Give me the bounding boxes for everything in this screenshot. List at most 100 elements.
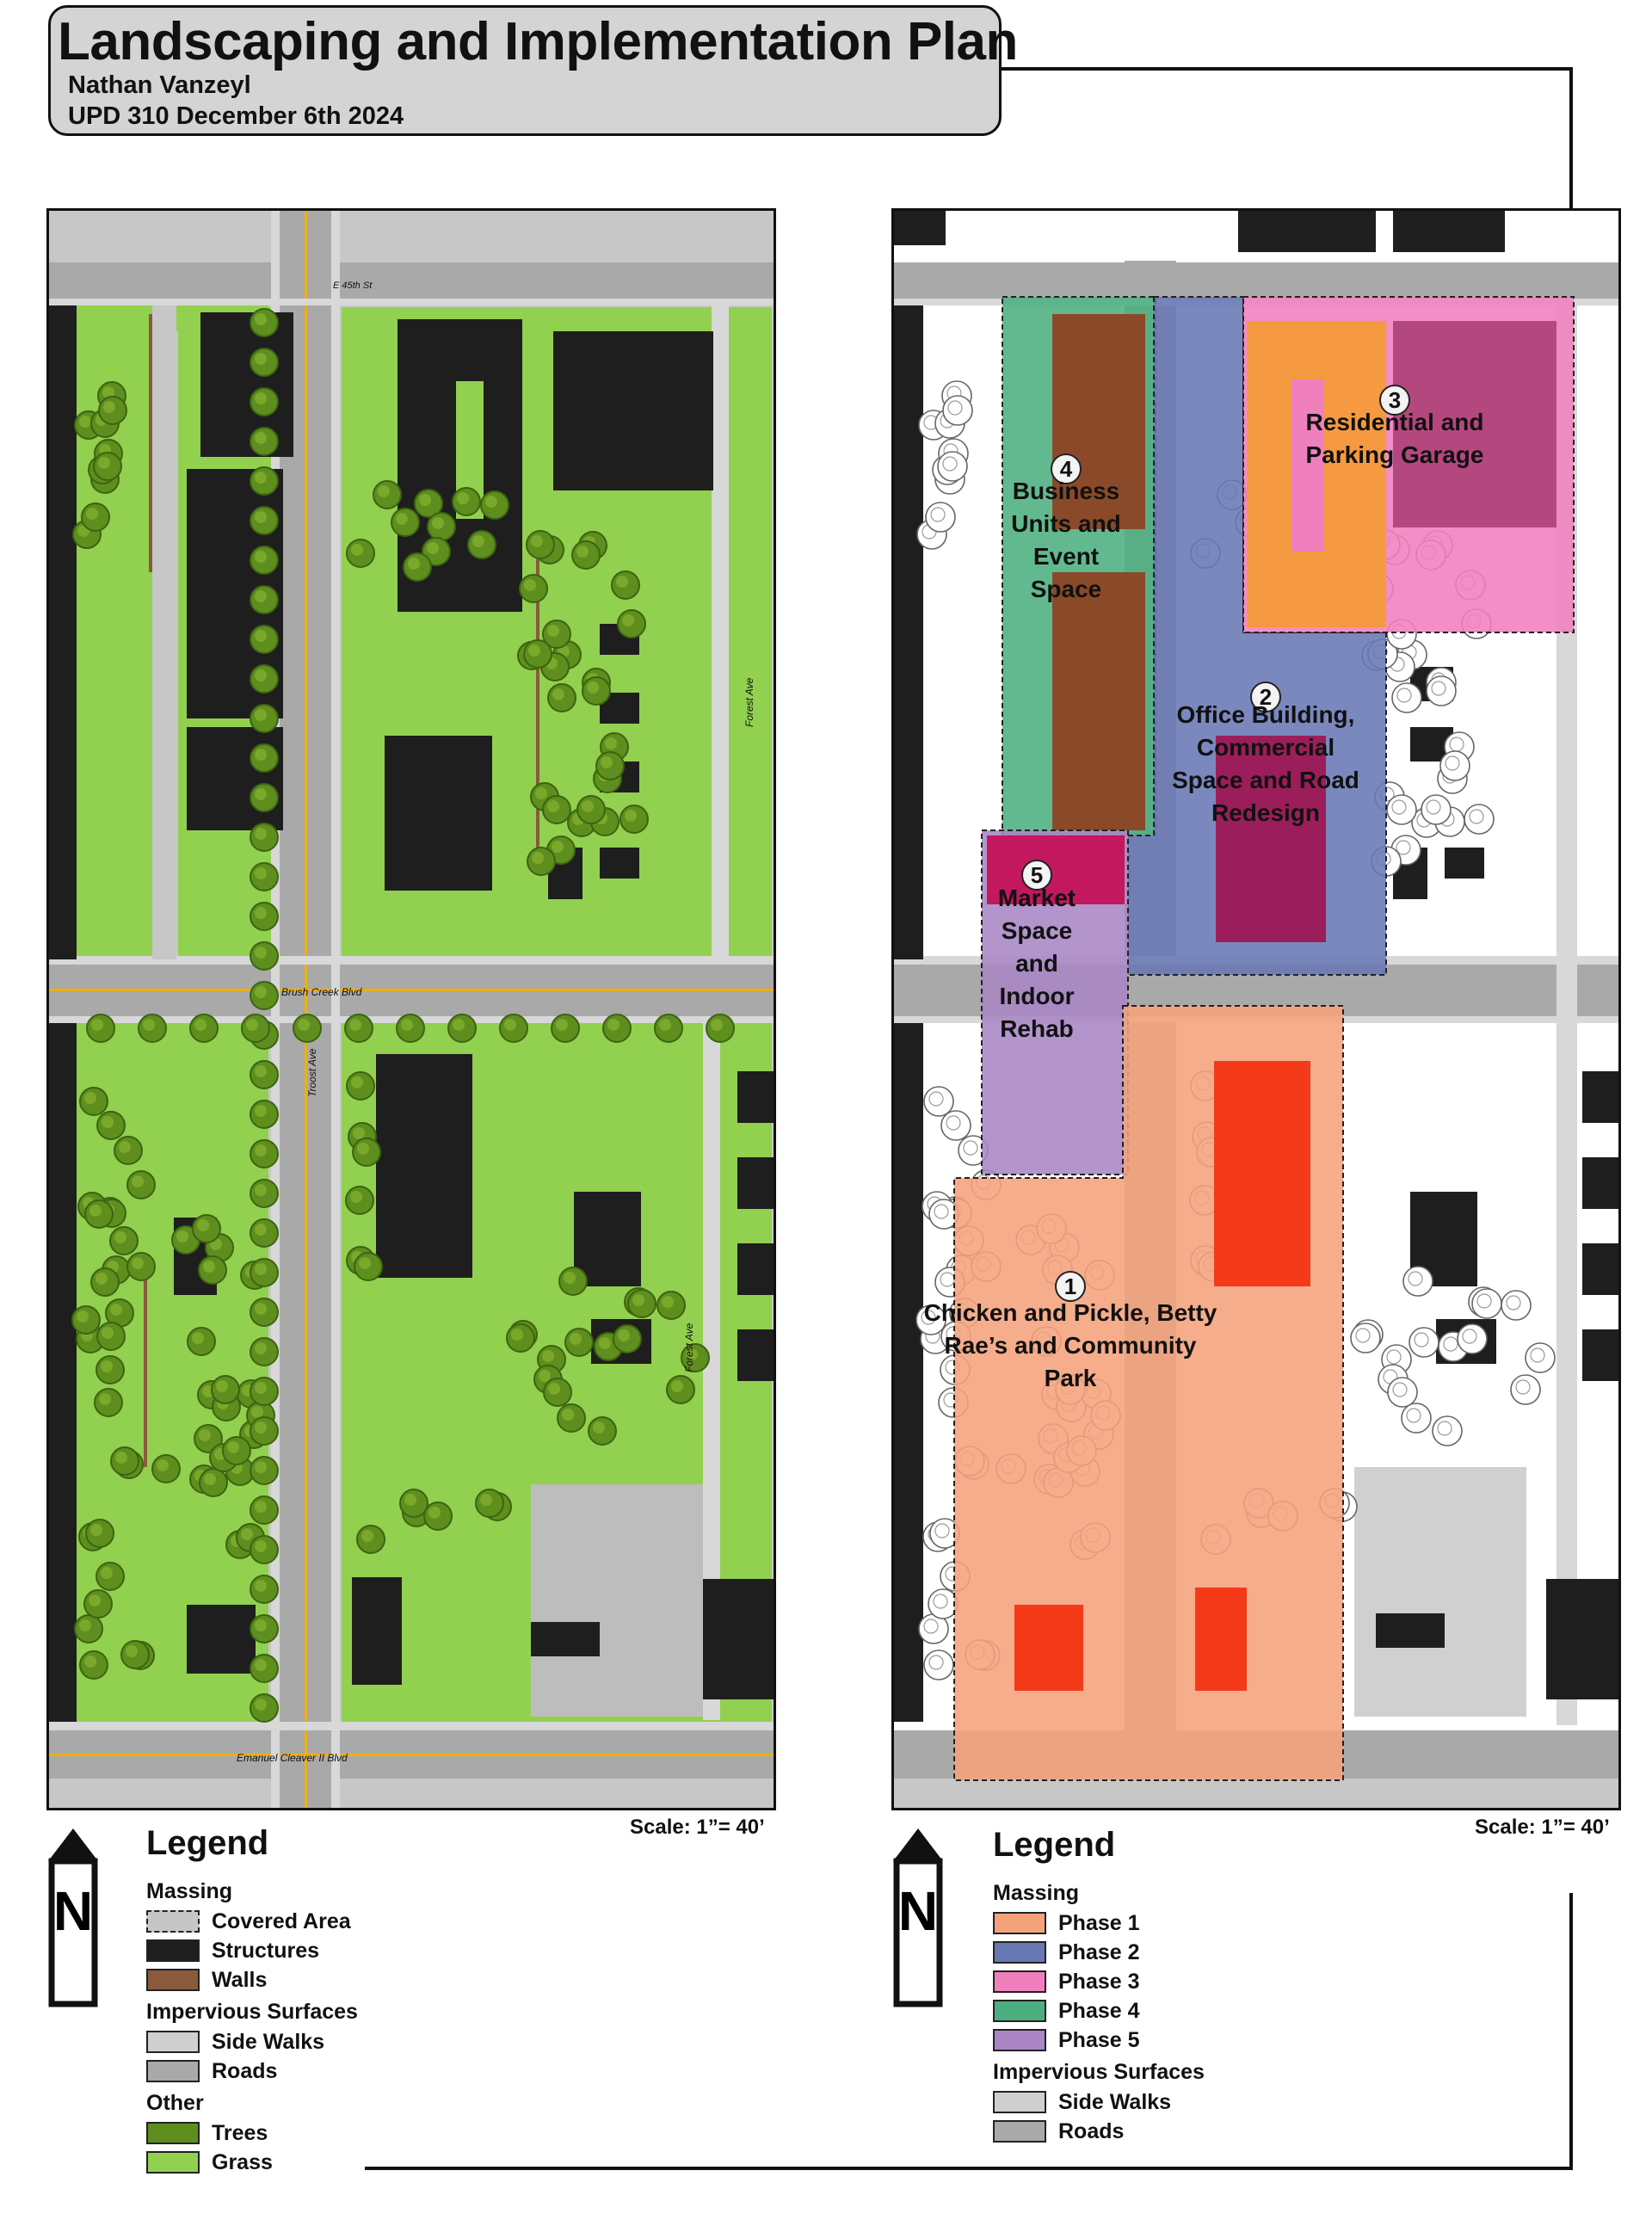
phase-2-marker bbox=[1250, 681, 1281, 712]
connector-line-bottom bbox=[365, 2167, 1573, 2170]
tree-icon bbox=[250, 743, 279, 773]
legend-label: Phase 1 bbox=[1058, 1910, 1140, 1935]
tree-icon bbox=[211, 1375, 240, 1404]
phase-1-label: Rae’s and Community bbox=[944, 1332, 1196, 1359]
tree-icon bbox=[613, 1324, 642, 1353]
tree-icon bbox=[79, 1650, 108, 1680]
phase-4-label: Space bbox=[1031, 576, 1102, 602]
legend-item: Phase 2 bbox=[993, 1939, 1140, 1965]
phase-3-label: Parking Garage bbox=[1306, 441, 1484, 468]
tree-icon bbox=[84, 1199, 114, 1229]
phase-5-label: Rehab bbox=[1000, 1015, 1074, 1042]
tree-icon bbox=[344, 1014, 373, 1043]
svg-text:N: N bbox=[53, 1880, 93, 1942]
page-title: Landscaping and Implementation Plan bbox=[58, 12, 1018, 71]
tree-icon bbox=[250, 1139, 279, 1168]
tree-icon bbox=[937, 451, 968, 482]
phase-4-label: Units and bbox=[1011, 510, 1121, 537]
right-scale: Scale: 1”= 40’ bbox=[1475, 1816, 1610, 1839]
tree-icon bbox=[352, 1138, 381, 1167]
tree-icon bbox=[83, 1589, 113, 1619]
tree-icon bbox=[1350, 1323, 1381, 1353]
legend-item: Covered Area bbox=[146, 1908, 351, 1934]
legend-item: Phase 5 bbox=[993, 2027, 1140, 2053]
tree-icon bbox=[940, 1110, 971, 1141]
tree-icon bbox=[250, 1377, 279, 1406]
tree-icon bbox=[110, 1446, 139, 1476]
phase-4-label: Event bbox=[1033, 543, 1099, 570]
tree-icon bbox=[423, 1501, 453, 1531]
tree-icon bbox=[250, 585, 279, 614]
legend-label: Covered Area bbox=[212, 1908, 351, 1933]
tree-icon bbox=[250, 1416, 279, 1446]
landscaping-map: E 45th St Brush Creek Blvd Troost Ave Fo… bbox=[46, 208, 776, 1810]
legend-label: Side Walks bbox=[212, 2029, 325, 2054]
tree-icon bbox=[542, 620, 571, 649]
tree-icon bbox=[557, 1403, 586, 1433]
legend-title: Legend bbox=[146, 1824, 269, 1862]
tree-icon bbox=[1432, 1415, 1463, 1446]
tree-icon bbox=[189, 1014, 219, 1043]
tree-icon bbox=[627, 1289, 656, 1318]
tree-icon bbox=[611, 570, 640, 600]
tree-icon bbox=[250, 1218, 279, 1248]
legend-label: Phase 5 bbox=[1058, 2027, 1140, 2052]
tree-icon bbox=[250, 783, 279, 812]
landscaping-map-svg: E 45th St Brush Creek Blvd Troost Ave Fo… bbox=[49, 211, 774, 1808]
tree-icon bbox=[519, 574, 548, 603]
legend-swatch bbox=[146, 1910, 200, 1933]
tree-icon bbox=[346, 1071, 375, 1101]
title-block: Landscaping and Implementation Plan Nath… bbox=[48, 5, 1018, 136]
tree-icon bbox=[582, 676, 611, 706]
tree-icon bbox=[551, 1014, 580, 1043]
phase-1-label: Park bbox=[1045, 1365, 1097, 1391]
legend-swatch bbox=[993, 1941, 1046, 1964]
tree-icon bbox=[96, 1322, 126, 1351]
tree-icon bbox=[81, 503, 110, 532]
legend-label: Roads bbox=[1058, 2118, 1125, 2143]
phase-3-number: 3 bbox=[1389, 387, 1401, 413]
tree-icon bbox=[250, 387, 279, 416]
tree-icon bbox=[1510, 1374, 1541, 1405]
tree-icon bbox=[602, 1014, 632, 1043]
tree-icon bbox=[506, 1323, 535, 1353]
phase-2-number: 2 bbox=[1260, 684, 1272, 710]
phase-2-label: Space and Road bbox=[1172, 767, 1359, 793]
tree-icon bbox=[79, 1087, 108, 1116]
svg-text:N: N bbox=[898, 1880, 938, 1942]
tree-icon bbox=[250, 664, 279, 694]
phase-5-label: Indoor bbox=[999, 983, 1074, 1009]
tree-icon bbox=[923, 1649, 954, 1680]
tree-icon bbox=[588, 1416, 617, 1446]
tree-icon bbox=[250, 1654, 279, 1683]
tree-icon bbox=[222, 1436, 251, 1465]
tree-icon bbox=[250, 466, 279, 496]
tree-icon bbox=[250, 1575, 279, 1604]
tree-icon bbox=[399, 1489, 428, 1518]
tree-icon bbox=[199, 1468, 228, 1497]
tree-icon bbox=[250, 902, 279, 931]
tree-icon bbox=[620, 805, 649, 834]
tree-icon bbox=[925, 502, 956, 533]
tree-icon bbox=[447, 1014, 477, 1043]
legend-item: Side Walks bbox=[993, 2089, 1171, 2115]
legend-swatch bbox=[146, 2151, 200, 2174]
legend-swatch bbox=[993, 2120, 1046, 2143]
tree-icon bbox=[1457, 1323, 1488, 1354]
phase-2-label: Redesign bbox=[1211, 799, 1320, 826]
tree-icon bbox=[403, 552, 432, 582]
legend-label: Walls bbox=[212, 1967, 268, 1992]
tree-icon bbox=[250, 348, 279, 377]
legend-swatch bbox=[146, 1939, 200, 1962]
legend-swatch bbox=[146, 2122, 200, 2144]
legend-swatch bbox=[993, 1912, 1046, 1934]
legend-label: Roads bbox=[212, 2058, 278, 2083]
street-label-troost: Troost Ave bbox=[306, 1048, 318, 1097]
legend-swatch bbox=[993, 2091, 1046, 2113]
tree-icon bbox=[250, 427, 279, 456]
tree-icon bbox=[241, 1014, 270, 1043]
tree-icon bbox=[527, 847, 556, 876]
tree-icon bbox=[250, 981, 279, 1010]
legend-swatch bbox=[993, 1970, 1046, 1993]
